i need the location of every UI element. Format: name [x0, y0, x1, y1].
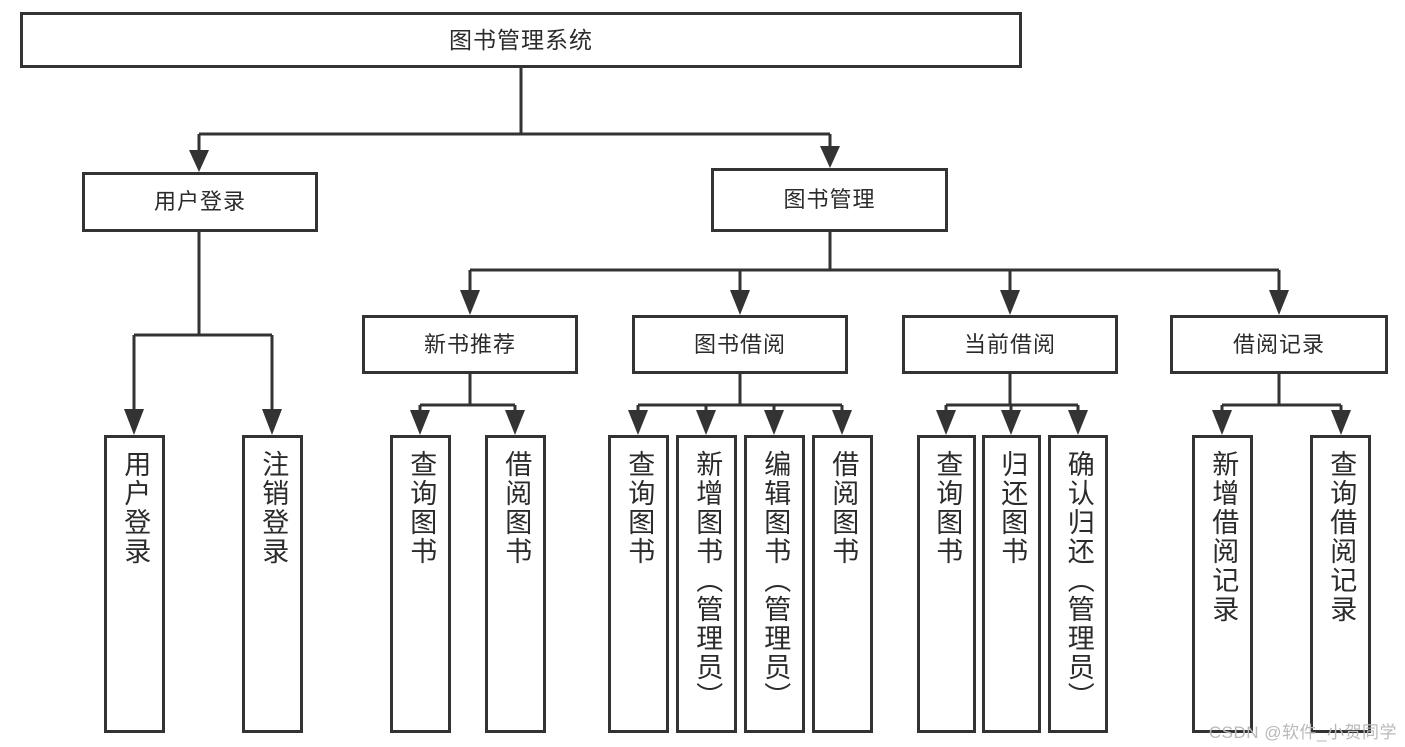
leaf-query-book-1[interactable]: 查询图书 — [390, 435, 451, 733]
node-current-borrow-label: 当前借阅 — [963, 331, 1056, 357]
leaf-query-book-2-label: 查询图书 — [624, 450, 655, 566]
node-user-login-label: 用户登录 — [153, 189, 246, 215]
arrow-to-book-borrow — [730, 290, 750, 315]
arrow-leaf-logout-login — [262, 409, 282, 435]
leaf-edit-book-label: 编辑图书（管理员） — [760, 450, 791, 711]
arrow-to-borrow-record — [1269, 290, 1289, 315]
node-new-book-recommend[interactable]: 新书推荐 — [362, 315, 578, 374]
node-current-borrow[interactable]: 当前借阅 — [902, 315, 1118, 374]
arrow-leaf-query-book-1 — [410, 410, 430, 435]
arrow-leaf-return-book — [1001, 410, 1021, 435]
arrow-leaf-edit-book — [764, 410, 784, 435]
leaf-add-record[interactable]: 新增借阅记录 — [1192, 435, 1253, 733]
arrow-leaf-query-book-3 — [936, 410, 956, 435]
arrow-to-bookmanage — [820, 146, 840, 168]
leaf-query-record-label: 查询借阅记录 — [1326, 450, 1357, 624]
leaf-logout-login[interactable]: 注销登录 — [242, 435, 303, 733]
node-borrow-record-label: 借阅记录 — [1232, 331, 1325, 357]
leaf-edit-book[interactable]: 编辑图书（管理员） — [744, 435, 805, 733]
watermark: CSDN @软件_小贺同学 — [1208, 723, 1397, 742]
node-root-label: 图书管理系统 — [449, 26, 593, 53]
arrow-to-userlogin — [189, 150, 209, 172]
node-borrow-record[interactable]: 借阅记录 — [1170, 315, 1388, 374]
leaf-user-login-label: 用户登录 — [120, 450, 151, 566]
leaf-add-book[interactable]: 新增图书（管理员） — [676, 435, 737, 733]
arrow-leaf-confirm-return — [1068, 410, 1088, 435]
node-book-borrow-label: 图书借阅 — [693, 331, 786, 357]
arrow-to-new-book-recommend — [460, 290, 480, 315]
node-book-manage-label: 图书管理 — [783, 187, 876, 213]
arrow-to-current-borrow — [1000, 290, 1020, 315]
node-user-login[interactable]: 用户登录 — [82, 172, 318, 232]
arrow-leaf-add-record — [1212, 410, 1232, 435]
leaf-borrow-book-1-label: 借阅图书 — [501, 450, 532, 566]
leaf-query-book-3[interactable]: 查询图书 — [917, 435, 976, 733]
leaf-query-record[interactable]: 查询借阅记录 — [1310, 435, 1371, 733]
leaf-borrow-book-2-label: 借阅图书 — [828, 450, 859, 566]
leaf-confirm-return-label: 确认归还（管理员） — [1063, 450, 1094, 711]
arrow-leaf-user-login — [124, 409, 144, 435]
arrow-leaf-borrow-book-2 — [832, 410, 852, 435]
leaf-confirm-return[interactable]: 确认归还（管理员） — [1048, 435, 1108, 733]
leaf-return-book-label: 归还图书 — [997, 450, 1028, 566]
leaf-query-book-3-label: 查询图书 — [932, 450, 963, 566]
leaf-query-book-1-label: 查询图书 — [406, 450, 437, 566]
node-book-borrow[interactable]: 图书借阅 — [632, 315, 848, 374]
leaf-add-book-label: 新增图书（管理员） — [692, 450, 723, 711]
leaf-user-login[interactable]: 用户登录 — [104, 435, 165, 733]
leaf-return-book[interactable]: 归还图书 — [982, 435, 1041, 733]
leaf-add-record-label: 新增借阅记录 — [1208, 450, 1239, 624]
arrow-leaf-query-book-2 — [628, 410, 648, 435]
arrow-leaf-query-record — [1331, 410, 1351, 435]
node-book-manage[interactable]: 图书管理 — [711, 168, 948, 232]
leaf-logout-login-label: 注销登录 — [258, 450, 289, 566]
arrow-leaf-add-book — [696, 410, 716, 435]
leaf-borrow-book-1[interactable]: 借阅图书 — [485, 435, 546, 733]
arrow-leaf-borrow-book-1 — [505, 410, 525, 435]
node-root[interactable]: 图书管理系统 — [20, 12, 1022, 68]
leaf-borrow-book-2[interactable]: 借阅图书 — [812, 435, 873, 733]
leaf-query-book-2[interactable]: 查询图书 — [608, 435, 669, 733]
node-new-book-recommend-label: 新书推荐 — [423, 331, 516, 357]
